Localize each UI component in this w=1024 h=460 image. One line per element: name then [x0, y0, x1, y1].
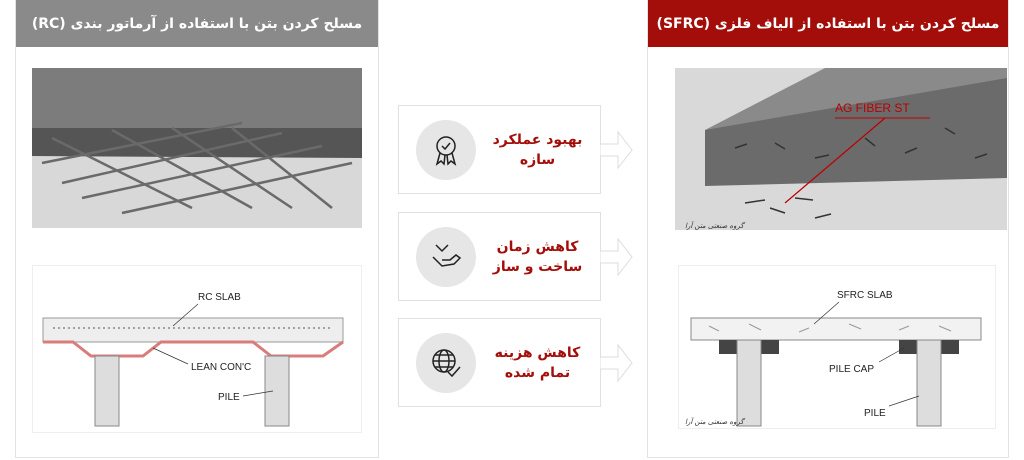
- fiber-label: AG FIBER ST: [835, 101, 910, 115]
- arrow-right-icon: [600, 237, 633, 277]
- hand-check-icon: [416, 227, 476, 287]
- pile-label: PILE: [864, 408, 886, 419]
- sfrc-panel-title: مسلح کردن بتن با استفاده از الیاف فلزی (…: [648, 0, 1008, 47]
- rc-slab-rebar-image: [32, 68, 362, 228]
- sfrc-slab-label: SFRC SLAB: [837, 290, 893, 301]
- benefit-card-cost: کاهش هزینه تمام شده: [398, 318, 601, 407]
- benefit-line1: بهبود عملکرد: [492, 131, 583, 148]
- arrow-right-icon: [600, 130, 633, 170]
- benefit-line2: تمام شده: [504, 364, 571, 381]
- benefit-line2: ساخت و ساز: [492, 258, 583, 275]
- benefit-line2: سازه: [519, 151, 556, 168]
- globe-check-icon: [416, 333, 476, 393]
- watermark: گروه صنعتی متن آرا: [685, 418, 744, 426]
- sfrc-slab-fiber-image: AG FIBER ST: [675, 68, 1007, 230]
- arrow-right-icon: [600, 343, 633, 383]
- rc-panel-title: مسلح کردن بتن با استفاده از آرماتور بندی…: [16, 0, 378, 47]
- benefit-line1: کاهش زمان: [496, 238, 579, 255]
- sfrc-section-diagram: SFRC SLAB PILE CAP PILE: [678, 265, 996, 429]
- rc-section-diagram: RC SLAB LEAN CON'C PILE: [32, 265, 362, 433]
- benefit-card-time: کاهش زمان ساخت و ساز: [398, 212, 601, 301]
- benefit-card-performance: بهبود عملکرد سازه: [398, 105, 601, 194]
- award-ribbon-icon: [416, 120, 476, 180]
- pile-cap-label: PILE CAP: [829, 364, 874, 375]
- pile-label: PILE: [218, 392, 240, 403]
- lean-concrete-label: LEAN CON'C: [191, 362, 251, 373]
- benefit-line1: کاهش هزینه: [494, 344, 581, 361]
- watermark: گروه صنعتی متن آرا: [685, 222, 744, 230]
- rc-slab-label: RC SLAB: [198, 292, 241, 303]
